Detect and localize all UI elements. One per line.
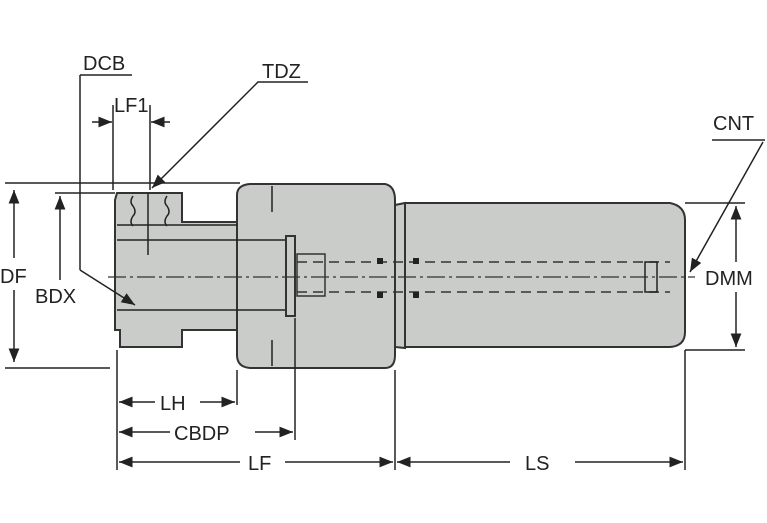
label-lh: LH [160, 393, 186, 415]
label-tdz: TDZ [262, 61, 301, 83]
dimension-lines [8, 74, 765, 468]
front-flange [114, 192, 238, 348]
thread-left [130, 195, 136, 227]
thread-right [164, 195, 170, 227]
label-cbdp: CBDP [174, 423, 230, 445]
pocket [296, 253, 326, 297]
label-dmm: DMM [705, 268, 753, 290]
shank [404, 202, 686, 348]
label-dcb: DCB [83, 53, 125, 75]
label-lf: LF [248, 453, 271, 475]
extension-lines [5, 75, 745, 470]
label-cnt: CNT [713, 113, 754, 135]
label-lf1: LF1 [114, 95, 148, 117]
bore-ring [285, 235, 296, 317]
tool-body [108, 183, 695, 369]
label-df: DF [0, 266, 27, 288]
label-ls: LS [525, 453, 549, 475]
label-bdx: BDX [35, 286, 76, 308]
neck [394, 201, 406, 350]
